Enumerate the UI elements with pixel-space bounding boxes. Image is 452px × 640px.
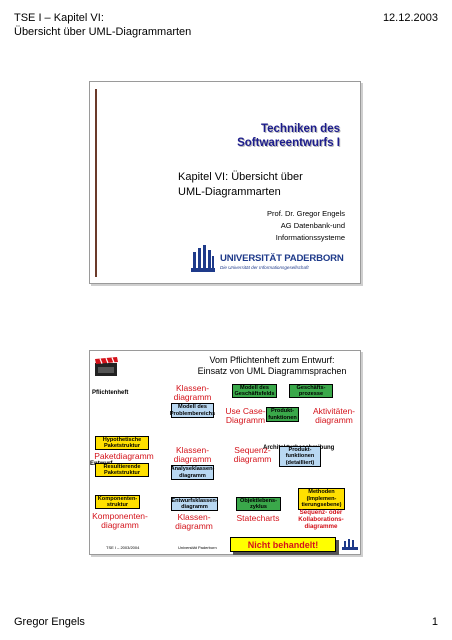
- chapter-title-line2: UML-Diagrammarten: [178, 186, 281, 198]
- box-analyseklassendiagramm: Analyseklassen- diagramm: [170, 465, 215, 480]
- chapter-title-line1: Kapitel VI: Übersicht über: [178, 171, 303, 183]
- box-resultierende-paketstruktur: Resultierende Paketstruktur: [95, 463, 149, 477]
- label-paketdiagramm: Paketdiagramm: [94, 451, 154, 461]
- label-klassendiagramm-3: Klassen- diagramm: [175, 512, 213, 531]
- label-aktivitaetendiagramm: Aktivitäten- diagramm: [312, 406, 356, 425]
- header-course: TSE I – Kapitel VI:: [14, 12, 104, 24]
- label-pflichtenheft: Pflichtenheft: [92, 390, 129, 396]
- seal-icon: [342, 539, 358, 550]
- box-hypothetische-paketstruktur: Hypothetische Paketstruktur: [95, 436, 149, 450]
- university-logo: UNIVERSITÄT PADERBORN Die Universität de…: [190, 242, 350, 276]
- slide-title: Techniken des Softwareentwurfs I Kapitel…: [89, 81, 361, 284]
- slide-footer-course: TSE I – 2003/2004: [106, 545, 140, 550]
- label-sequenzdiagramm: Sequenz- diagramm: [233, 445, 272, 464]
- box-entwurfsklassendiagramm: Entwurfsklassen- diagramm: [171, 497, 218, 511]
- logo-name: UNIVERSITÄT PADERBORN: [220, 253, 344, 264]
- label-klassendiagramm-2: Klassen- diagramm: [173, 445, 212, 464]
- overview-title-line2: Einsatz von UML Diagrammsprachen: [197, 365, 347, 376]
- overview-title-line1: Vom Pflichtenheft zum Entwurf:: [209, 355, 335, 365]
- not-covered-banner: Nicht behandelt!: [230, 537, 336, 552]
- box-komponentenstruktur: Komponenten- struktur: [95, 495, 140, 509]
- group-line2: Informationssysteme: [275, 233, 345, 242]
- box-produktfunktionen-detailliert: Produkt- funktionen (detailliert): [279, 446, 321, 467]
- header-date: 12.12.2003: [382, 12, 438, 24]
- label-statecharts: Statecharts: [236, 513, 280, 523]
- box-objektlebenszyklus: Objektlebens- zyklus: [236, 497, 281, 511]
- box-geschaeftsprozesse: Geschäfts- prozesse: [289, 384, 333, 398]
- box-methoden: Methoden (Implemen- tierungsebene): [298, 488, 345, 510]
- slide-footer-university: Universität Paderborn: [178, 545, 217, 550]
- course-title-line2: Softwareentwurfs I: [237, 137, 340, 149]
- label-klassendiagramm-1: Klassen- diagramm: [173, 383, 212, 402]
- group-line1: AG Datenbank-und: [280, 221, 345, 230]
- logo-tagline: Die Universität der Informationsgesellsc…: [220, 265, 309, 270]
- course-title-line1: Techniken des: [260, 123, 340, 135]
- box-modell-problembereichs: Modell des Problembereichs: [169, 403, 216, 418]
- box-produktfunktionen: Produkt- funktionen: [266, 407, 299, 422]
- footer-page-number: 1: [431, 616, 438, 628]
- film-clapper-icon: [95, 357, 118, 376]
- label-komponentendiagramm: Komponenten- diagramm: [92, 511, 148, 530]
- label-use-case-diagramm: Use Case- Diagramm: [225, 406, 266, 425]
- author: Prof. Dr. Gregor Engels: [267, 209, 345, 218]
- header-chapter: Übersicht über UML-Diagrammarten: [14, 26, 192, 38]
- slide-rule: [95, 89, 97, 277]
- box-modell-geschaeftsfelds: Modell des Geschäftsfelds: [232, 384, 277, 398]
- university-seal-icon: [191, 245, 215, 272]
- footer-author: Gregor Engels: [14, 616, 85, 628]
- label-sequenz-kollaborationsdiagramme: Sequenz- oder Kollaborations- diagramme: [298, 509, 344, 530]
- slide-overview: Vom Pflichtenheft zum Entwurf: Einsatz v…: [89, 350, 361, 555]
